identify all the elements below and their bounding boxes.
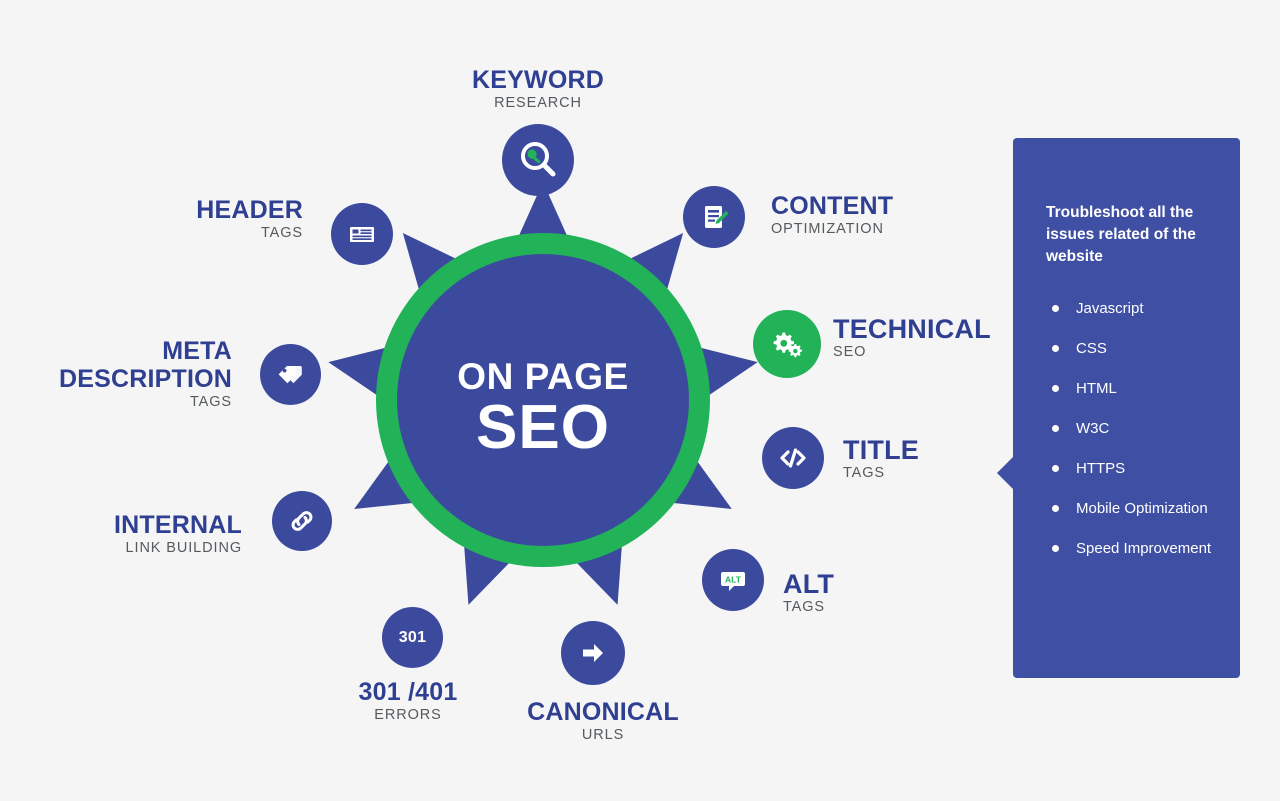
content-optimization-primary: CONTENT [771,192,894,220]
keyword-research-icon-circle[interactable] [502,124,574,196]
meta-description-icon-circle[interactable] [260,344,321,405]
panel-list-item[interactable]: Speed Improvement [1049,538,1234,559]
title-tags-icon-circle[interactable] [762,427,824,489]
panel-list-item[interactable]: Mobile Optimization [1049,498,1234,519]
keyword-research-label: KEYWORD RESEARCH [408,66,668,112]
keyword-research-secondary: RESEARCH [494,95,582,111]
panel-list-item-label: Speed Improvement [1076,540,1212,557]
meta-description-label: META DESCRIPTION TAGS [0,337,232,411]
alt-tags-label: ALT TAGS [783,570,834,616]
document-pencil-icon [698,201,730,233]
meta-description-secondary: TAGS [189,394,232,410]
svg-text:ALT: ALT [725,575,742,585]
code-brackets-icon [777,442,809,474]
panel-list-item-label: W3C [1076,420,1110,437]
panel-heading: Troubleshoot all the issues related of t… [1046,204,1196,265]
panel-item-list: Javascript CSS HTML W3C HTTPS Mobile Opt… [1049,298,1234,578]
canonical-urls-secondary: URLS [581,727,625,743]
canonical-urls-label: CANONICAL URLS [473,698,733,744]
gears-icon [768,325,806,363]
title-tags-label: TITLE TAGS [843,436,919,482]
internal-link-building-secondary: LINK BUILDING [125,540,242,556]
technical-seo-secondary: SEO [833,344,867,360]
arrow-right-icon [577,637,609,669]
panel-list-item-label: Mobile Optimization [1076,500,1208,517]
header-tags-label: HEADER TAGS [60,196,303,242]
chain-link-icon [287,506,317,536]
errors-301-401-label: 301 /401 ERRORS [283,678,533,724]
errors-301-401-secondary: ERRORS [374,707,442,723]
hub-core [397,254,689,546]
alt-tags-primary: ALT [783,569,835,599]
magnifier-key-icon [518,140,558,180]
bullet-icon [1052,505,1059,512]
errors-301-401-primary: 301 /401 [358,678,458,706]
panel-list-item[interactable]: HTTPS [1049,458,1234,479]
alt-tags-icon-circle[interactable]: ALT [702,549,764,611]
301-badge-icon: 301 [398,628,427,646]
troubleshoot-panel: Troubleshoot all the issues related of t… [997,138,1240,678]
header-tags-primary: HEADER [196,196,303,224]
panel-list-item-label: CSS [1076,340,1107,357]
panel-list-item-label: Javascript [1076,300,1144,317]
panel-list-item[interactable]: Javascript [1049,298,1234,319]
header-tags-icon-circle[interactable] [331,203,393,265]
panel-list-item[interactable]: CSS [1049,338,1234,359]
canonical-urls-primary: CANONICAL [527,698,679,726]
technical-seo-primary: TECHNICAL [833,314,991,344]
title-tags-primary: TITLE [843,435,919,465]
bullet-icon [1052,545,1059,552]
content-optimization-icon-circle[interactable] [683,186,745,248]
errors-301-badge-circle[interactable]: 301 [382,607,443,668]
on-page-seo-hub [328,182,758,605]
content-optimization-label: CONTENT OPTIMIZATION [771,192,893,238]
panel-list-item-label: HTTPS [1076,460,1126,477]
internal-link-building-label: INTERNAL LINK BUILDING [0,511,242,557]
bullet-icon [1052,345,1059,352]
panel-list-item-label: HTML [1076,380,1117,397]
panel-pointer-notch [997,456,1014,490]
meta-description-primary-line1: META [162,337,232,365]
hub-spikes [328,182,758,605]
internal-link-building-primary: INTERNAL [114,511,242,539]
technical-seo-icon-circle[interactable] [753,310,821,378]
alt-speech-bubble-icon: ALT [717,564,749,596]
panel-list-item[interactable]: W3C [1049,418,1234,439]
meta-description-primary-line2: DESCRIPTION [58,365,232,393]
bullet-icon [1052,425,1059,432]
bullet-icon [1052,305,1059,312]
price-tags-icon [275,359,307,391]
panel-list-item[interactable]: HTML [1049,378,1234,399]
bullet-icon [1052,385,1059,392]
internal-link-icon-circle[interactable] [272,491,332,551]
technical-seo-label: TECHNICAL SEO [833,315,991,361]
content-optimization-secondary: OPTIMIZATION [771,221,884,237]
title-tags-secondary: TAGS [843,465,886,481]
header-tags-secondary: TAGS [260,225,303,241]
header-layout-icon [346,218,378,250]
bullet-icon [1052,465,1059,472]
alt-tags-secondary: TAGS [783,599,826,615]
canonical-urls-icon-circle[interactable] [561,621,625,685]
keyword-research-primary: KEYWORD [472,66,604,94]
